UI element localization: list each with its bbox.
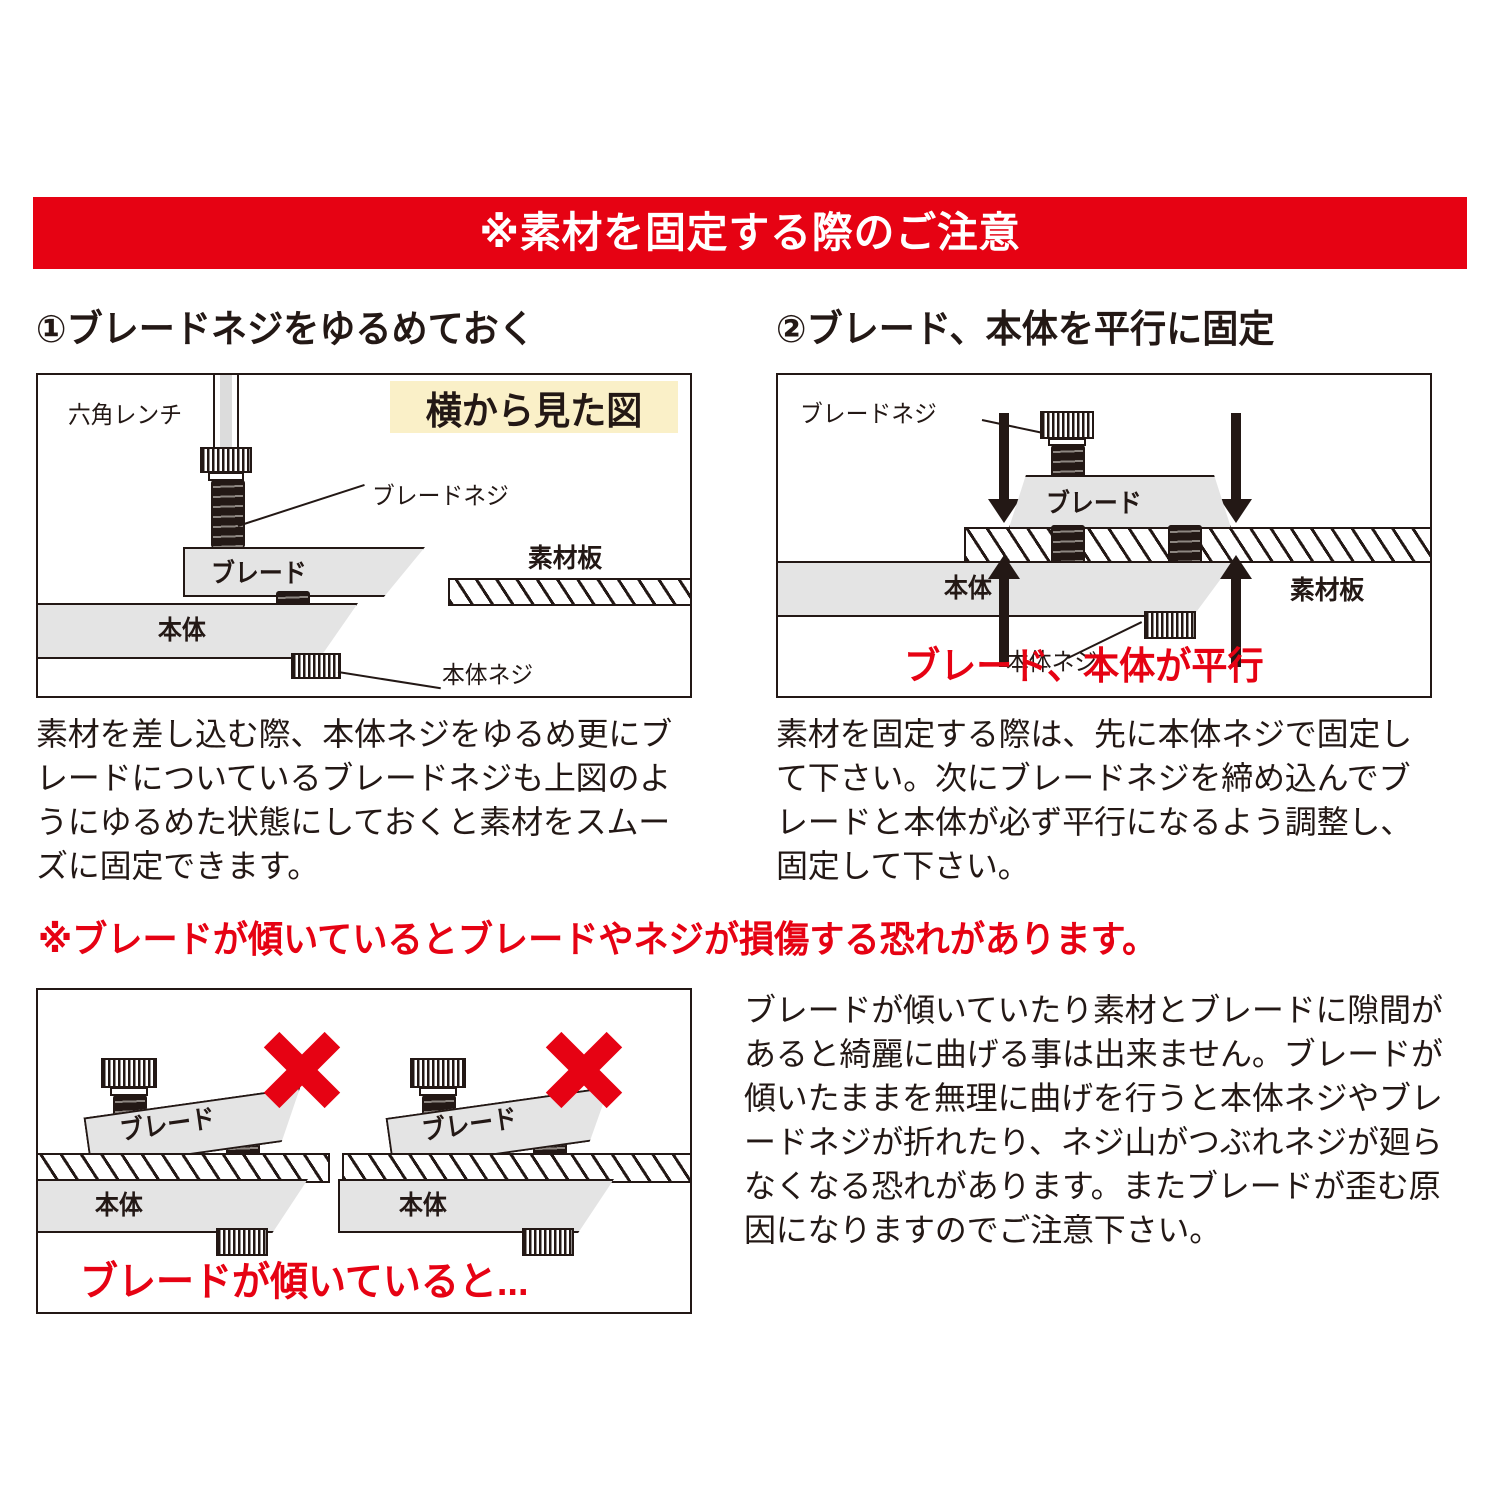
clamp-arrow-down-left <box>988 413 1020 525</box>
clamp-arrow-up-left <box>988 555 1020 667</box>
step1-paragraph: 素材を差し込む際、本体ネジをゆるめ更にブレードについているブレードネジも上図のよ… <box>36 716 673 884</box>
step2-blade-screw-label: ブレードネジ <box>800 401 937 428</box>
tilted-blade-caption: ブレードが傾いていると... <box>80 1260 529 1304</box>
tilted-body-screw-head-left <box>216 1228 268 1256</box>
body-screw-head <box>291 653 341 679</box>
blade-screw-thread-upper <box>211 480 245 548</box>
warning-diagram-panel: ブレード 本体 ブレード 本体 ブレードが傾いていると... <box>36 988 692 1314</box>
clamp-arrow-up-right <box>1220 555 1252 667</box>
step2-heading: ②ブレード、本体を平行に固定 <box>776 309 1275 351</box>
cross-mark-right <box>532 1018 636 1122</box>
blade-screw-label: ブレードネジ <box>372 483 509 510</box>
step2-material-plate-label: 素材板 <box>1290 575 1365 605</box>
blade-screw-leader <box>237 483 365 527</box>
step2-blade-part <box>1008 475 1232 531</box>
tilted-body-screw-head-right <box>522 1228 574 1256</box>
body-label: 本体 <box>158 615 206 645</box>
warning-paragraph: ブレードが傾いていたり素材とブレードに隙間があると綺麗に曲げる事は出来ません。ブ… <box>744 992 1443 1248</box>
tilted-body-label-left: 本体 <box>95 1190 143 1220</box>
tilted-material-plate-right <box>342 1153 690 1183</box>
blade-screw-head <box>200 447 252 473</box>
step1-heading: ①ブレードネジをゆるめておく <box>36 309 535 351</box>
step2-blade-label: ブレード <box>1046 488 1142 518</box>
step2-blade-screw-head <box>1040 411 1094 439</box>
header-banner: ※素材を固定する際のご注意 <box>33 197 1467 269</box>
clamp-arrow-down-right <box>1220 413 1252 525</box>
side-view-badge-label: 横から見た図 <box>425 390 643 433</box>
hex-wrench-shaft <box>213 375 239 449</box>
step2-diagram-panel: ブレードネジ ブレード 素材板 本体 <box>776 373 1432 698</box>
body-screw-label: 本体ネジ <box>442 662 534 689</box>
body-part <box>38 603 358 659</box>
cross-mark-left <box>250 1018 354 1122</box>
tilted-body-part-right <box>338 1179 614 1233</box>
step2-body-screw-label: 本体ネジ <box>1006 649 1098 676</box>
step1-diagram-panel: 横から見た図 六角レンチ ブレードネジ ブレード 素材板 本体 本体ネジ <box>36 373 692 698</box>
tilted-body-label-right: 本体 <box>399 1190 447 1220</box>
step2-parallel-caption: ブレード、本体が平行 <box>904 646 1264 688</box>
side-view-badge: 横から見た図 <box>390 381 678 433</box>
step2-paragraph: 素材を固定する際は、先に本体ネジで固定して下さい。次にブレードネジを締め込んでブ… <box>776 716 1413 884</box>
tilted-material-plate-left <box>38 1153 330 1183</box>
step2-body-label: 本体 <box>944 573 992 603</box>
tilted-blade-screw-head-left <box>101 1058 157 1088</box>
material-plate <box>448 578 690 606</box>
step2-blade-screw-thread-upper <box>1051 445 1085 479</box>
banner-title: ※素材を固定する際のご注意 <box>479 209 1021 256</box>
body-screw-leader <box>337 671 441 690</box>
material-plate-label: 素材板 <box>528 543 603 573</box>
hex-wrench-label: 六角レンチ <box>68 402 182 429</box>
tilted-body-part-left <box>38 1179 308 1233</box>
warning-headline: ※ブレードが傾いているとブレードやネジが損傷する恐れがあります。 <box>38 919 1158 960</box>
step2-body-screw-head <box>1144 611 1196 639</box>
tilted-blade-screw-head-right <box>410 1058 466 1088</box>
blade-label: ブレード <box>211 558 307 588</box>
